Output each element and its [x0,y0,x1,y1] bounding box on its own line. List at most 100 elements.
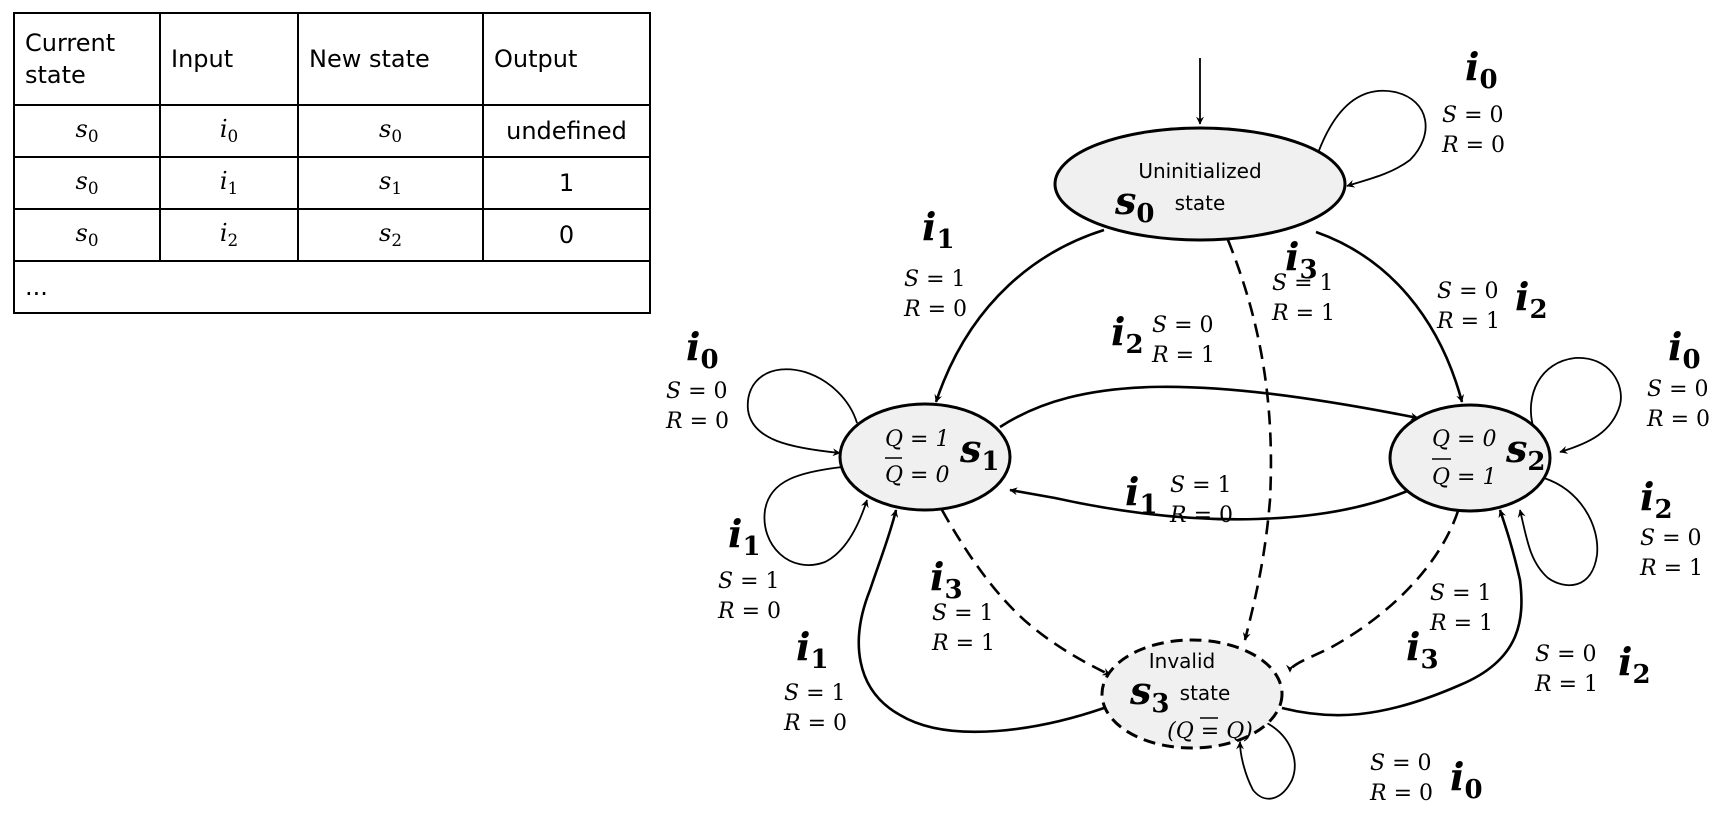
input-label: i0 [1450,754,1483,805]
cell-input: i0 [159,104,299,158]
s-value-label: S = 0 [1647,377,1709,402]
table-header-row: Current state Input New state Output [13,12,651,106]
input-label: i1 [796,624,829,675]
input-label: i2 [1618,639,1651,690]
state-s1-name: s1 [959,426,1000,477]
cell-input: i1 [159,156,299,210]
transition-s0-s3-i3[interactable] [1226,239,1273,641]
s-value-label: S = 1 [904,267,966,292]
s-value-label: S = 0 [1437,279,1499,304]
states: Uninitialized state s0 Q = 1 Q = 0 s1 Q … [838,126,1552,750]
r-value-label: R = 0 [1441,133,1505,158]
r-value-label: R = 1 [1436,309,1500,334]
transition-s1-s1-i0[interactable] [747,368,858,457]
input-label: i3 [930,554,963,605]
cell-current-state: s0 [13,156,161,210]
s-value-label: S = 1 [1272,271,1334,296]
input-label: i0 [1668,324,1701,375]
state-s1[interactable]: Q = 1 Q = 0 s1 [838,402,1012,512]
r-value-label: R = 1 [1534,672,1598,697]
s-value-label: S = 0 [1370,751,1432,776]
state-s0[interactable]: Uninitialized state s0 [1053,126,1347,242]
header-current-state: Current state [13,12,161,106]
state-s1-q: Q = 1 [885,427,949,452]
s-value-label: S = 0 [1640,526,1702,551]
cell-new-state: s0 [297,104,484,158]
transition-s3-s3-i0[interactable] [1236,721,1296,800]
s-value-label: S = 0 [666,379,728,404]
s-value-label: S = 1 [1170,473,1232,498]
s-value-label: S = 1 [784,681,846,706]
ellipsis-cell: ... [13,260,651,314]
input-label: i1 [728,511,761,562]
state-s3-ellipse [1100,638,1284,750]
header-new-state: New state [297,12,484,106]
cell-input: i2 [159,208,299,262]
state-s3-name: s3 [1129,668,1170,719]
table-row: s0 i1 s1 1 [13,156,651,210]
input-label: i0 [686,324,719,375]
input-label: i2 [1515,274,1548,325]
r-value-label: R = 1 [1429,611,1493,636]
state-s2-name: s2 [1505,426,1546,477]
state-s0-desc-line1: Uninitialized [1138,159,1261,183]
state-s1-qbar: Q = 0 [885,463,949,488]
cell-current-state: s0 [13,208,161,262]
edges [747,89,1622,800]
s-value-label: S = 0 [1442,103,1504,128]
transition-s1-s2-i2[interactable] [999,385,1419,429]
cell-current-state: s0 [13,104,161,158]
s-value-label: S = 1 [932,601,994,626]
state-s0-name: s0 [1114,178,1155,229]
state-s0-desc-line2: state [1175,191,1226,215]
header-input: Input [159,12,299,106]
transition-s0-s0-i0[interactable] [1317,89,1427,188]
table-ellipsis-row: ... [13,260,651,314]
r-value-label: R = 1 [1271,301,1335,326]
r-value-label: R = 1 [931,631,995,656]
transition-s1-s1-i1[interactable] [763,466,869,566]
s-value-label: S = 1 [718,569,780,594]
transition-s3-s2-i2[interactable] [1281,509,1523,717]
header-output: Output [482,12,651,106]
state-s1-ellipse [838,402,1012,512]
state-s2[interactable]: Q = 0 Q = 1 s2 [1388,403,1552,513]
state-s3[interactable]: Invalid state (Q = Q) s3 [1100,638,1284,750]
transition-s2-s3-i3[interactable] [1286,510,1460,673]
r-value-label: R = 0 [717,599,781,624]
transition-s1-s3-i3[interactable] [940,509,1111,677]
s-value-label: S = 0 [1152,313,1214,338]
r-value-label: R = 1 [1639,556,1703,581]
state-s3-desc-line1: Invalid [1149,649,1215,673]
r-value-label: R = 0 [1369,781,1433,806]
input-label: i1 [1125,469,1158,520]
transition-s0-s1-i1[interactable] [934,228,1105,403]
r-value-label: R = 0 [665,409,729,434]
cell-output: undefined [482,104,651,158]
transition-s2-s2-i0[interactable] [1530,357,1622,454]
cell-output: 0 [482,208,651,262]
cell-output: 1 [482,156,651,210]
state-s2-qbar: Q = 1 [1432,465,1496,490]
cell-new-state: s2 [297,208,484,262]
state-s3-desc-line2: state [1180,681,1231,705]
state-s2-ellipse [1388,403,1552,513]
r-value-label: R = 0 [903,297,967,322]
transition-s3-s1-i1[interactable] [857,509,1105,734]
r-value-label: R = 0 [783,711,847,736]
r-value-label: R = 1 [1151,343,1215,368]
transition-s2-s2-i2[interactable] [1517,477,1599,587]
transition-s2-s1-i1[interactable] [1009,487,1413,521]
s-value-label: S = 0 [1535,642,1597,667]
input-label: i2 [1111,309,1144,360]
table-row: s0 i0 s0 undefined [13,104,651,158]
state-s2-q: Q = 0 [1432,427,1496,452]
state-s3-q-equation: (Q = Q) [1167,719,1253,744]
s-value-label: S = 1 [1430,581,1492,606]
input-label: i1 [922,204,955,255]
input-label: i3 [1406,624,1439,675]
transition-s0-s2-i2[interactable] [1315,230,1464,403]
r-value-label: R = 0 [1646,407,1710,432]
